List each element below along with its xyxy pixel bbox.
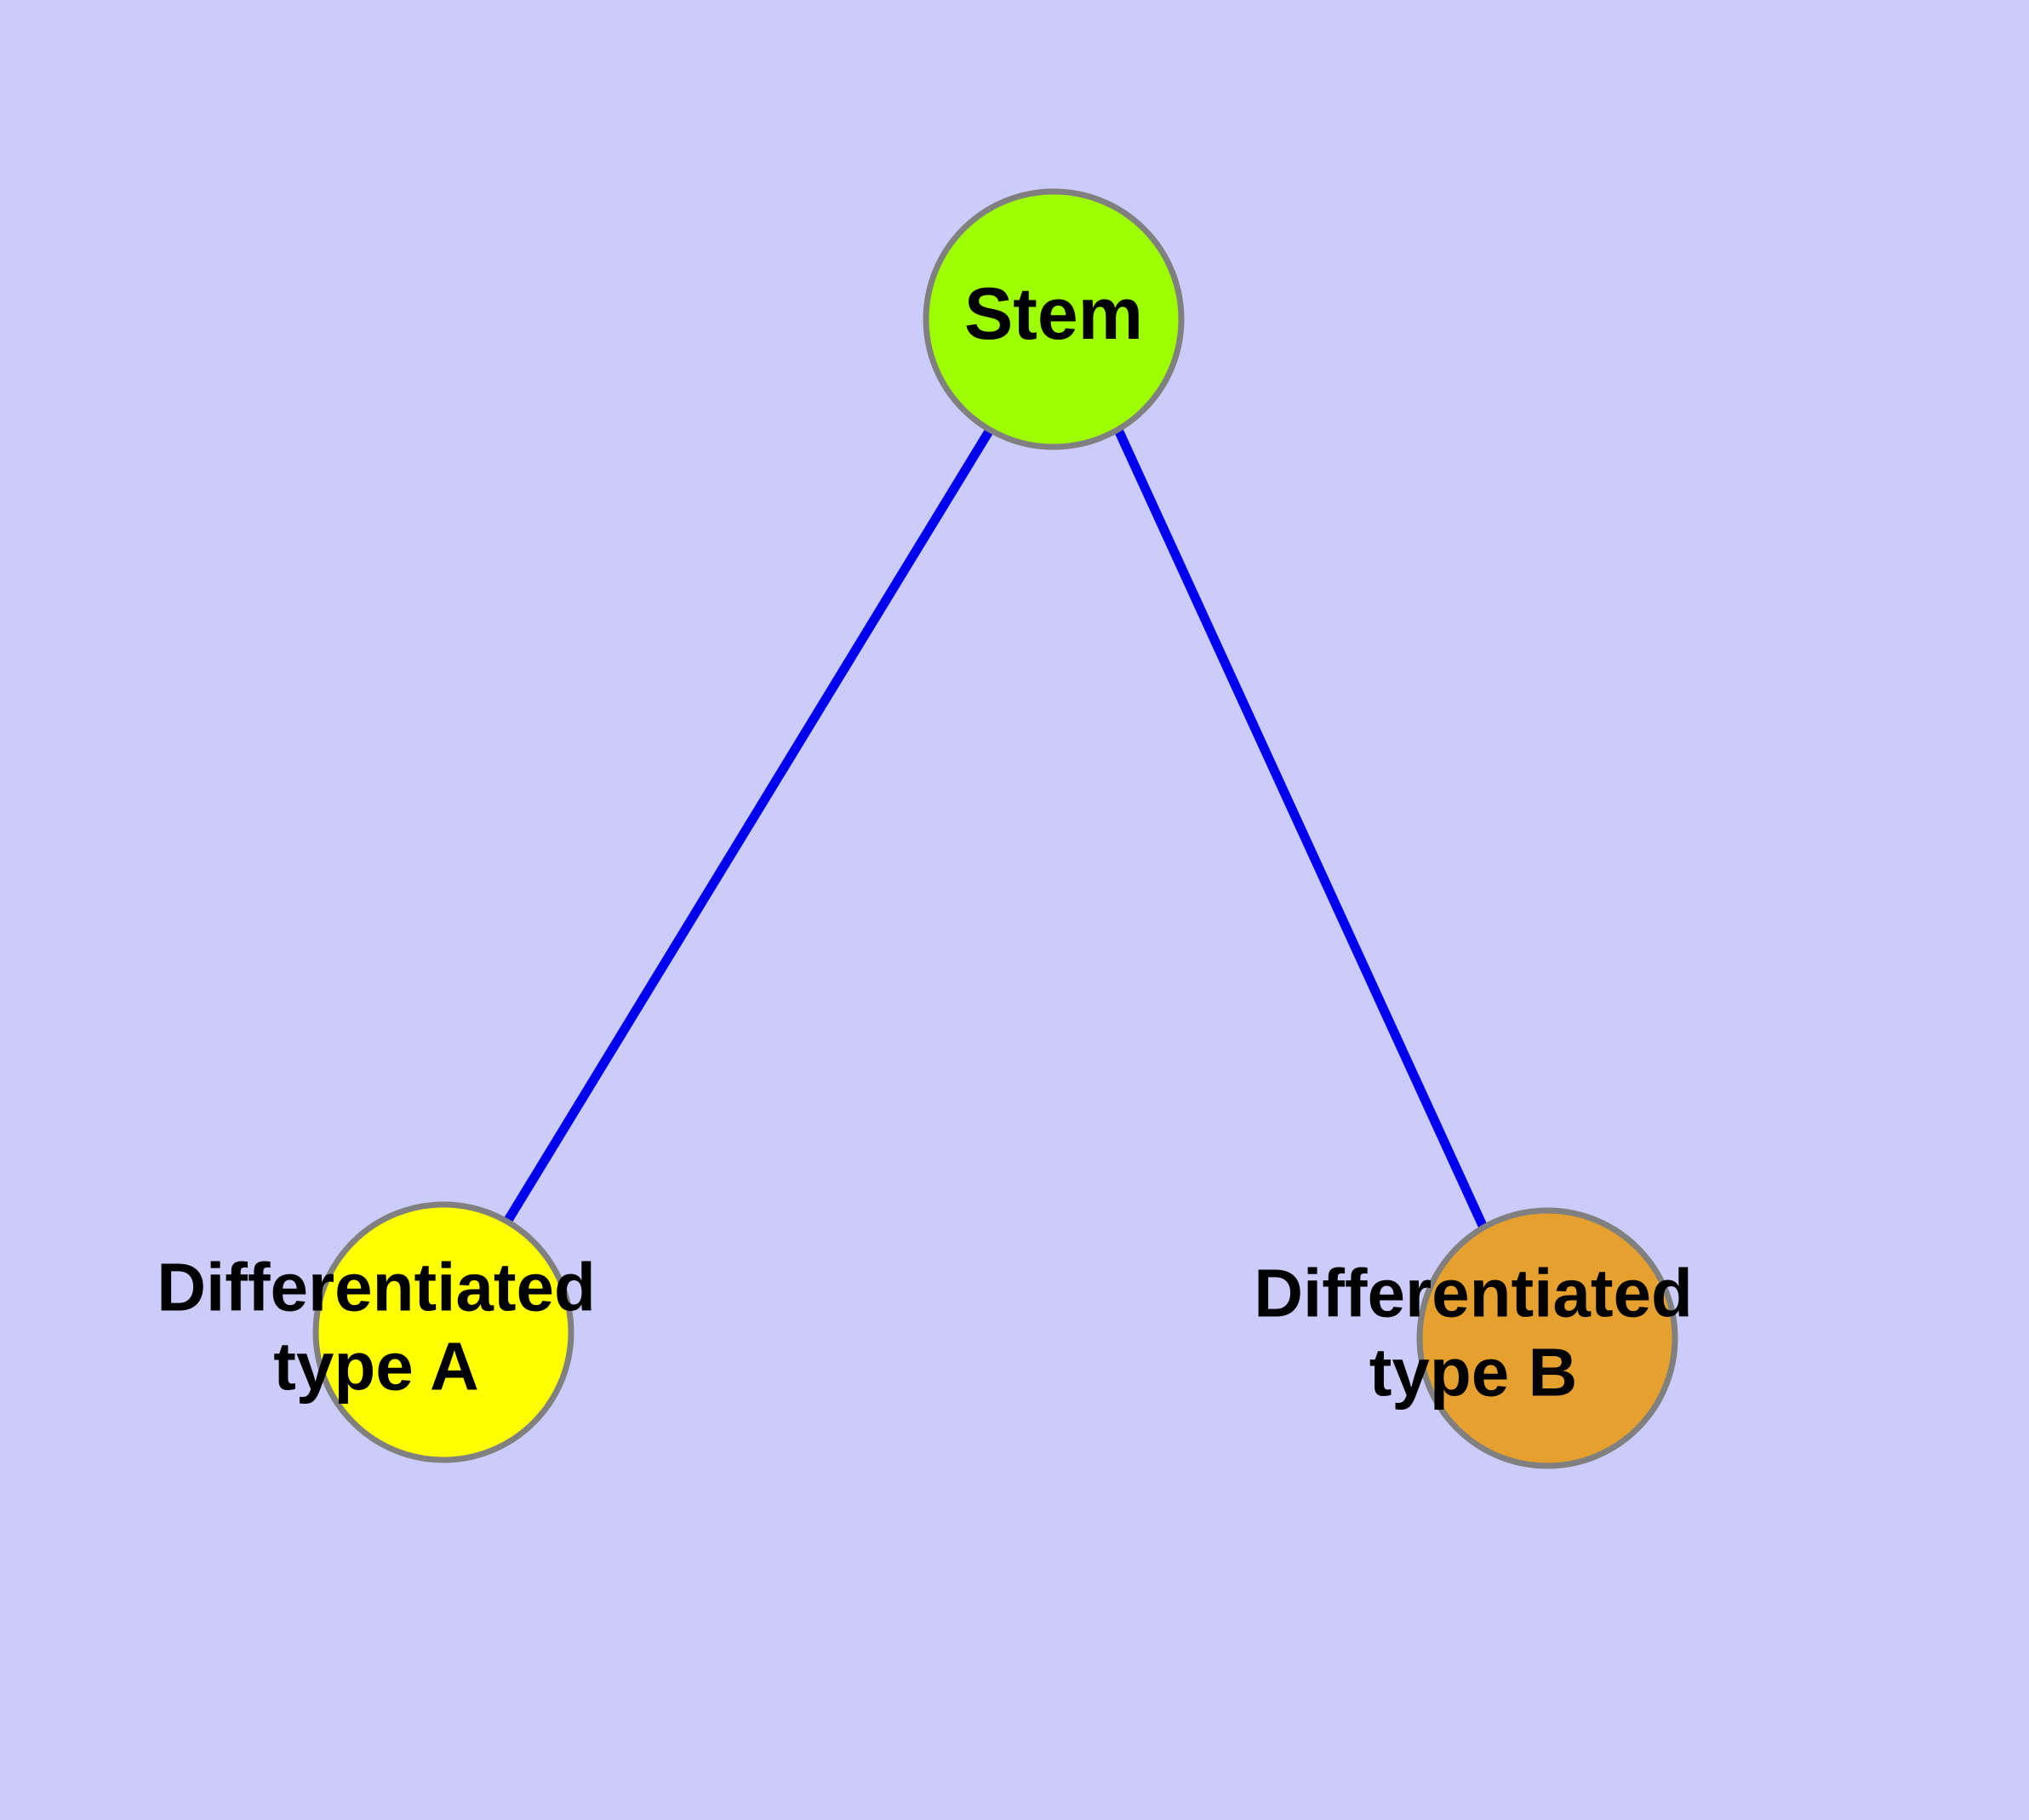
nodes-group [312, 188, 1678, 1469]
edges-group [503, 427, 1489, 1230]
node-label-line: type A [273, 1329, 479, 1405]
node-label-line: Stem [964, 273, 1143, 355]
node-stem-label: Stem [964, 273, 1143, 355]
node-differentiated-type-b-circle[interactable] [1416, 1207, 1678, 1469]
edge-stem-to-differentiated-type-a[interactable] [503, 427, 994, 1224]
node-label-line: type B [1369, 1335, 1578, 1411]
edge-stem-to-differentiated-type-b[interactable] [1113, 427, 1489, 1230]
node-label-line: Differentiated [157, 1250, 596, 1325]
node-stem-circle[interactable] [923, 188, 1185, 450]
node-label-line: Differentiated [1254, 1256, 1693, 1331]
node-differentiated-type-a-circle[interactable] [312, 1201, 574, 1463]
